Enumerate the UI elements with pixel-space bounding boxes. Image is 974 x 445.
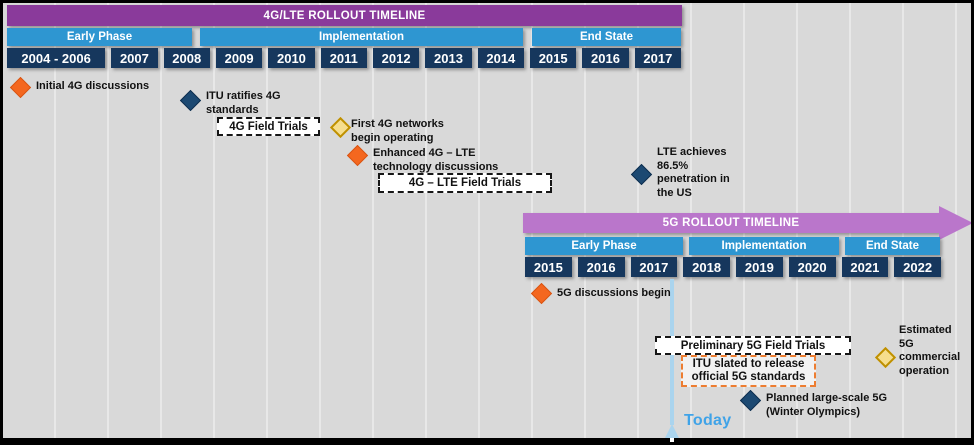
5g-year-box: 2021 xyxy=(841,257,889,277)
4g-phase-implementation-label: Implementation xyxy=(319,31,404,43)
4g-year-box: 2017 xyxy=(634,48,682,68)
milestone-label: the US xyxy=(657,186,692,199)
orange-diamond-icon xyxy=(346,144,369,167)
today-line-arrow-icon xyxy=(665,424,679,438)
4g-phase-endstate: End State xyxy=(532,28,681,46)
4g-timeline-banner: 4G/LTE ROLLOUT TIMELINE xyxy=(7,5,682,26)
4g-phase-early-label: Early Phase xyxy=(66,31,133,43)
milestone-label: begin operating xyxy=(351,131,434,144)
4g-year-box: 2008 xyxy=(163,48,210,68)
milestone-label: ITU ratifies 4G xyxy=(206,90,281,102)
4g-year-box: 2015 xyxy=(530,48,577,68)
milestone-label: operation xyxy=(899,364,950,377)
5g-phase-implementation-label: Implementation xyxy=(721,240,807,252)
orange-diamond-icon xyxy=(9,76,32,99)
4g-year-box: 2013 xyxy=(425,48,472,68)
5g-phase-implementation: Implementation xyxy=(689,237,839,255)
4g-field-trials-box: 4G Field Trials xyxy=(217,117,320,136)
milestone-label: Estimated xyxy=(899,324,952,336)
milestone-label: Enhanced 4G – LTE xyxy=(373,147,476,159)
trial-box-label: ITU slated to release xyxy=(692,357,805,370)
trial-box-label: official 5G standards xyxy=(691,371,806,383)
bottom-border xyxy=(3,438,971,442)
navy-diamond-icon xyxy=(739,389,762,412)
5g-phase-early: Early Phase xyxy=(525,237,683,255)
4g-phase-early: Early Phase xyxy=(7,28,192,46)
milestone-label: standards xyxy=(206,103,259,116)
milestone-lte-penetration: LTE achieves 86.5% penetration in the US xyxy=(657,146,730,200)
4g-year-box: 2012 xyxy=(372,48,420,68)
milestone-label: technology discussions xyxy=(373,160,499,173)
4g-year-box: 2014 xyxy=(477,48,524,68)
gold-diamond-icon xyxy=(329,116,352,139)
milestone-label: 5G discussions begin xyxy=(557,287,671,299)
milestone-label: (Winter Olympics) xyxy=(766,405,861,418)
milestone-label: penetration in xyxy=(657,173,730,185)
milestone-label: commercial xyxy=(899,351,961,363)
4g-year-row: 2004 - 2006 2007 2008 2009 2010 2011 201… xyxy=(7,48,682,68)
5g-year-box: 2019 xyxy=(736,257,783,277)
milestone-label: 5G xyxy=(899,337,914,350)
today-line-border-notch xyxy=(670,438,674,442)
milestone-label: LTE achieves xyxy=(657,146,727,158)
milestone-label: First 4G networks xyxy=(351,118,444,130)
milestone-initial-4g-discussions: Initial 4G discussions xyxy=(36,80,149,94)
4g-year-box: 2004 - 2006 xyxy=(7,48,106,68)
4g-timeline-title: 4G/LTE ROLLOUT TIMELINE xyxy=(263,9,426,22)
milestone-label: Planned large-scale 5G xyxy=(766,392,888,404)
5g-year-box: 2015 xyxy=(525,257,572,277)
navy-diamond-icon xyxy=(179,89,202,112)
gold-diamond-icon xyxy=(874,346,897,369)
milestone-label: 86.5% xyxy=(657,159,689,172)
4g-year-box: 2007 xyxy=(111,48,158,68)
4g-year-box: 2009 xyxy=(215,48,263,68)
today-label: Today xyxy=(684,412,731,430)
preliminary-5g-field-trials-box: Preliminary 5G Field Trials xyxy=(655,336,851,355)
4g-lte-field-trials-box: 4G – LTE Field Trials xyxy=(378,173,552,193)
4g-phase-implementation: Implementation xyxy=(200,28,523,46)
4g-year-box: 2011 xyxy=(320,48,367,68)
milestone-estimated-commercial: Estimated 5G commercial operation xyxy=(899,324,960,378)
milestone-first-4g-networks: First 4G networks begin operating xyxy=(351,118,444,145)
navy-diamond-icon xyxy=(630,163,653,186)
5g-phase-endstate: End State xyxy=(845,237,940,255)
milestone-itu-ratifies: ITU ratifies 4G standards xyxy=(206,90,281,117)
5g-year-box: 2016 xyxy=(577,257,625,277)
trial-box-label: Preliminary 5G Field Trials xyxy=(680,339,826,352)
5g-timeline-title: 5G ROLLOUT TIMELINE xyxy=(662,217,800,229)
trial-box-label: 4G – LTE Field Trials xyxy=(408,177,522,189)
5g-phase-endstate-label: End State xyxy=(865,240,920,252)
trial-box-label: 4G Field Trials xyxy=(229,120,308,133)
5g-banner-arrowhead-icon xyxy=(939,206,971,240)
5g-year-box: 2022 xyxy=(894,257,941,277)
milestone-winter-olympics: Planned large-scale 5G (Winter Olympics) xyxy=(766,392,887,419)
4g-year-box: 2010 xyxy=(268,48,315,68)
5g-year-box: 2020 xyxy=(788,257,836,277)
5g-year-box: 2017 xyxy=(630,257,678,277)
orange-diamond-icon xyxy=(530,282,553,305)
itu-5g-standards-box: ITU slated to release official 5G standa… xyxy=(681,355,816,387)
5g-year-box: 2018 xyxy=(683,257,730,277)
milestone-enhanced-4g-lte: Enhanced 4G – LTE technology discussions xyxy=(373,147,498,174)
today-text: Today xyxy=(684,412,732,429)
milestone-5g-discussions: 5G discussions begin xyxy=(557,287,671,301)
milestone-label: Initial 4G discussions xyxy=(36,80,150,92)
5g-year-row: 2015 2016 2017 2018 2019 2020 2021 2022 xyxy=(525,257,941,277)
4g-phase-endstate-label: End State xyxy=(579,31,634,43)
4g-year-box: 2016 xyxy=(582,48,629,68)
5g-timeline-banner: 5G ROLLOUT TIMELINE xyxy=(523,213,939,233)
5g-phase-early-label: Early Phase xyxy=(571,240,637,252)
